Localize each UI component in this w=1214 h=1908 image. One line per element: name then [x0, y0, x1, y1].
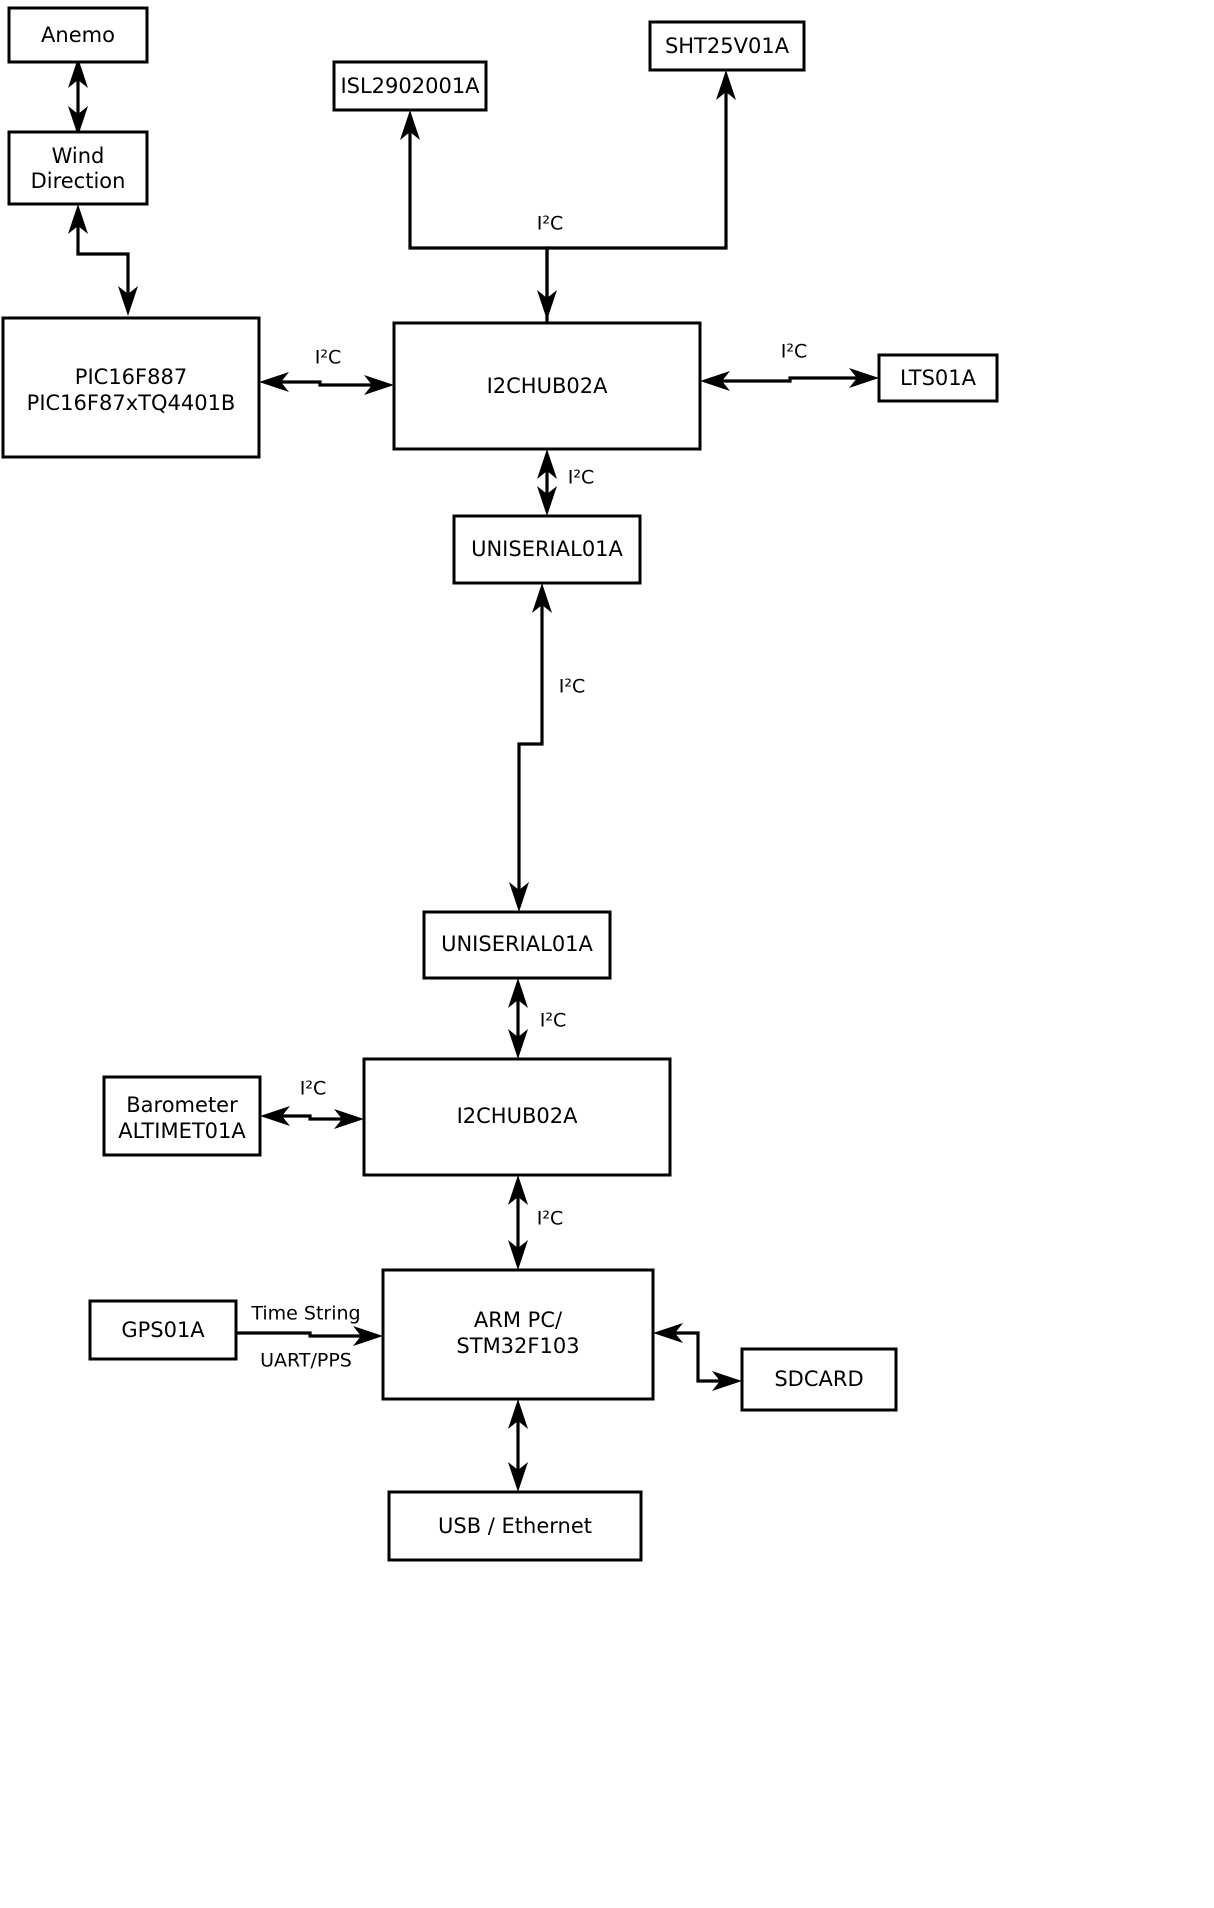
node-i2chub02a-bottom[interactable]: I2CHUB02A [362, 1057, 672, 1177]
edge-hub-top-to-uniserial-1 [537, 449, 557, 516]
edge-uniserial-2-to-hub-bottom [508, 978, 528, 1059]
edge-arm-pc-to-sdcard [653, 1323, 742, 1391]
node-label-anemo: Anemo [41, 23, 115, 47]
node-anemo[interactable]: Anemo [7, 6, 149, 64]
node-sht25v01a[interactable]: SHT25V01A [648, 20, 806, 72]
edge-label-i2c-hub-lts: I²C [781, 341, 808, 363]
edge-label-uart-pps: UART/PPS [260, 1350, 352, 1372]
edge-barometer-to-hub-bottom [260, 1106, 364, 1129]
node-label-gps01a: GPS01A [121, 1318, 205, 1342]
edge-hub-top-to-isl [400, 110, 549, 323]
node-label-lts01a: LTS01A [900, 366, 977, 390]
node-label-uniserial01a-upper: UNISERIAL01A [471, 537, 623, 561]
node-label-arm-pc-line1: ARM PC/ [474, 1308, 563, 1332]
edge-hub-top-to-sht [537, 70, 736, 320]
node-lts01a[interactable]: LTS01A [877, 353, 999, 403]
edge-hub-bottom-to-arm-pc [508, 1175, 528, 1270]
node-label-sdcard: SDCARD [774, 1367, 863, 1391]
node-label-pic-line1: PIC16F887 [75, 365, 187, 389]
node-uniserial01a-upper[interactable]: UNISERIAL01A [452, 514, 642, 585]
edge-pic-to-hub-top [259, 372, 394, 395]
node-uniserial01a-lower[interactable]: UNISERIAL01A [422, 910, 612, 980]
edge-label-i2c-hub2-arm: I²C [537, 1208, 564, 1230]
node-label-uniserial01a-lower: UNISERIAL01A [441, 932, 593, 956]
edge-label-i2c-top-bus: I²C [537, 213, 564, 235]
edge-label-i2c-barometer-hub2: I²C [300, 1078, 327, 1100]
edge-label-i2c-hub-uniserial1: I²C [568, 467, 595, 489]
node-barometer-altimet01a[interactable]: Barometer ALTIMET01A [102, 1075, 262, 1157]
node-sdcard[interactable]: SDCARD [740, 1347, 898, 1412]
edge-gps-to-arm-pc [236, 1326, 383, 1346]
edge-hub-top-to-lts [700, 368, 879, 391]
edge-pic-to-wind-direction [68, 204, 138, 316]
edge-uniserial-1-to-uniserial-2 [509, 583, 552, 912]
edge-anemo-wind-direction [68, 58, 88, 136]
edge-arm-pc-to-usb-ethernet [508, 1399, 528, 1492]
node-label-isl2902001a: ISL2902001A [340, 74, 480, 98]
edge-label-i2c-pic-hub: I²C [315, 347, 342, 369]
edge-label-time-string: Time String [250, 1303, 360, 1325]
edge-label-i2c-uniserial1-uniserial2: I²C [559, 676, 586, 698]
node-isl2902001a[interactable]: ISL2902001A [332, 60, 488, 112]
node-arm-pc-stm32f103[interactable]: ARM PC/ STM32F103 [381, 1268, 655, 1401]
node-gps01a[interactable]: GPS01A [88, 1299, 238, 1361]
edge-label-i2c-uniserial2-hub2: I²C [540, 1010, 567, 1032]
node-label-arm-pc-line2: STM32F103 [456, 1334, 579, 1358]
node-wind-direction[interactable]: Wind Direction [7, 130, 149, 206]
node-label-i2chub02a-bottom: I2CHUB02A [457, 1104, 579, 1128]
node-label-barometer-line2: ALTIMET01A [118, 1119, 246, 1143]
node-label-pic-line2: PIC16F87xTQ4401B [27, 391, 236, 415]
node-label-barometer-line1: Barometer [126, 1093, 238, 1117]
node-label-usb-ethernet: USB / Ethernet [438, 1514, 592, 1538]
node-label-wind-direction-line2: Direction [31, 169, 126, 193]
node-usb-ethernet[interactable]: USB / Ethernet [387, 1490, 643, 1562]
node-i2chub02a-top[interactable]: I2CHUB02A [392, 321, 702, 451]
node-label-wind-direction-line1: Wind [52, 144, 105, 168]
node-pic-microcontroller[interactable]: PIC16F887 PIC16F87xTQ4401B [1, 316, 261, 459]
node-label-i2chub02a-top: I2CHUB02A [487, 374, 609, 398]
node-label-sht25v01a: SHT25V01A [665, 34, 790, 58]
